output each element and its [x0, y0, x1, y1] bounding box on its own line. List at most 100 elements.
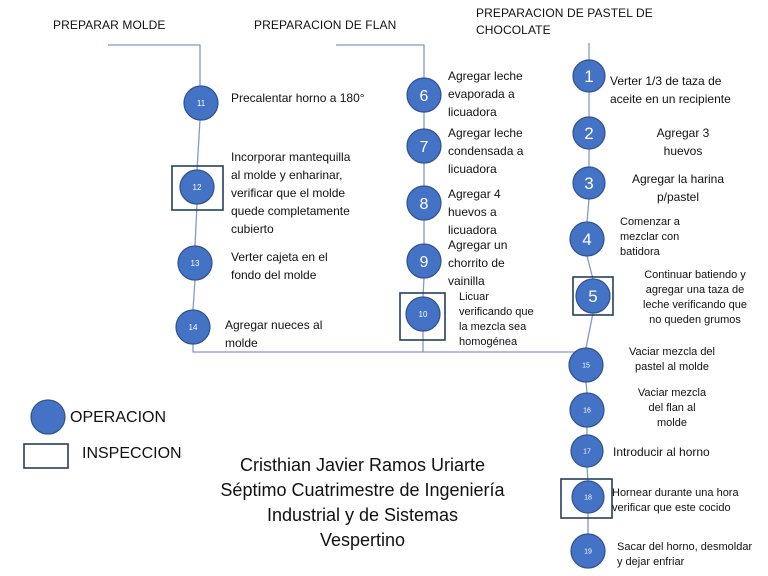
header-preparacion-flan: PREPARACION DE FLAN	[254, 18, 397, 32]
step-label-line: Licuar	[459, 291, 489, 303]
step-label-line: Sacar del horno, desmoldar	[617, 541, 753, 553]
author-shift: Vespertino	[319, 530, 406, 550]
step-label-line: Verter cajeta en el	[231, 250, 328, 264]
operation-circle-2	[572, 116, 606, 150]
step-label-9: Agregar un chorrito de vainilla	[448, 236, 558, 290]
step-label-line: agregar una taza de	[645, 284, 745, 296]
step-label-line: chorrito de	[448, 256, 505, 270]
step-label-line: al molde y enharinar,	[231, 168, 343, 182]
step-label-line: licuadora	[448, 105, 497, 119]
step-label-line: quede completamente	[231, 204, 350, 218]
step-label-line: pastel al molde	[635, 361, 709, 373]
operation-circle-4	[569, 221, 605, 257]
legend-operation-circle	[30, 399, 66, 435]
step-number-10: 10	[419, 310, 428, 319]
operation-circle-14	[175, 309, 211, 345]
step-label-line: Introducir al horno	[613, 445, 710, 459]
step-number-6: 6	[420, 88, 429, 105]
step-label-line: fondo del molde	[231, 268, 317, 282]
step-label-line: Agregar un	[448, 238, 508, 252]
connector-line	[586, 255, 594, 280]
operation-circle-11	[183, 85, 219, 121]
connector-line	[585, 381, 588, 394]
step-label-line: huevos	[663, 144, 703, 158]
step-number-18: 18	[584, 495, 592, 502]
author-career: Industrial y de Sistemas	[266, 505, 459, 525]
legend-inspection-box	[23, 443, 69, 469]
step-number-2: 2	[584, 124, 593, 143]
operation-circle-12	[179, 169, 215, 205]
step-label-line: Agregar la harina	[631, 172, 725, 186]
step-label-line: Verter 1/3 de taza de	[610, 74, 722, 88]
step-label-line: Hornear durante una hora	[612, 487, 739, 499]
author-semester: Séptimo Cuatrimestre de Ingeniería	[220, 480, 505, 500]
step-label-17: Introducir al horno	[613, 443, 763, 461]
step-label-line: Agregar leche	[448, 126, 523, 140]
operation-circle-19	[570, 533, 606, 569]
connector-line	[192, 344, 586, 353]
step-label-15: Vaciar mezcla del pastel al molde	[612, 345, 732, 375]
operation-circle-15	[568, 347, 604, 383]
inspection-box-18	[560, 478, 613, 519]
operation-circle-6	[406, 77, 442, 113]
step-label-5: Continuar batiendo y agregar una taza de l…	[625, 268, 765, 328]
step-label-line: y dejar enfriar	[617, 556, 685, 568]
step-number-12: 12	[193, 183, 202, 192]
step-label-line: Continuar batiendo y	[644, 269, 746, 281]
step-label-line: Agregar 4	[448, 187, 501, 201]
step-label-line: homogénea	[459, 336, 518, 348]
step-number-19: 19	[584, 549, 592, 556]
step-number-17: 17	[583, 449, 591, 456]
header-preparar-molde: PREPARAR MOLDE	[53, 18, 166, 32]
step-label-line: verificar que el molde	[231, 186, 346, 200]
step-label-line: no queden grumos	[649, 314, 741, 326]
author-block: Cristhian Javier Ramos Uriarte Séptimo C…	[190, 453, 535, 553]
step-label-line: Comenzar a	[620, 216, 680, 228]
connector-line	[192, 279, 196, 311]
step-label-line: Agregar leche	[448, 69, 523, 83]
step-number-7: 7	[420, 139, 429, 156]
step-label-19: Sacar del horno, desmoldar y dejar enfria…	[617, 540, 768, 570]
connector-line	[585, 312, 594, 349]
step-label-line: mezclar con	[620, 231, 680, 243]
author-name: Cristhian Javier Ramos Uriarte	[239, 455, 486, 475]
inspection-box-12	[171, 165, 224, 211]
step-label-3: Agregar la harina p/pastel	[613, 170, 743, 206]
step-number-8: 8	[420, 196, 429, 213]
inspection-box-5	[572, 276, 614, 316]
step-number-11: 11	[197, 99, 206, 108]
step-label-line: leche verificando que	[643, 299, 747, 311]
operation-circle-17	[570, 434, 604, 468]
step-label-8: Agregar 4 huevos a licuadora	[448, 185, 558, 239]
step-label-line: condensada a	[448, 144, 524, 158]
step-label-13: Verter cajeta en el fondo del molde	[231, 248, 381, 284]
step-label-11: Precalentar horno a 180°	[231, 89, 421, 107]
step-label-line: licuadora	[448, 223, 497, 237]
connector-line	[422, 277, 425, 298]
step-number-13: 13	[191, 259, 200, 268]
step-label-line: Precalentar horno a 180°	[231, 91, 365, 105]
connector-line	[194, 203, 198, 247]
step-label-line: vainilla	[448, 274, 485, 288]
operation-circle-1	[572, 59, 606, 93]
step-number-5: 5	[588, 287, 597, 306]
step-label-line: huevos a	[448, 205, 497, 219]
legend-inspection-label: INSPECCION	[82, 445, 182, 462]
operation-circle-16	[569, 392, 605, 428]
inspection-box-10	[399, 292, 446, 341]
step-label-line: Vaciar mezcla del	[629, 346, 715, 358]
operation-circle-8	[406, 185, 442, 221]
step-label-line: verificando que	[459, 306, 534, 318]
legend-operation-label: OPERACION	[70, 409, 167, 426]
step-label-line: p/pastel	[656, 190, 700, 204]
operation-circle-9	[406, 243, 442, 279]
operation-circle-5	[575, 278, 611, 314]
